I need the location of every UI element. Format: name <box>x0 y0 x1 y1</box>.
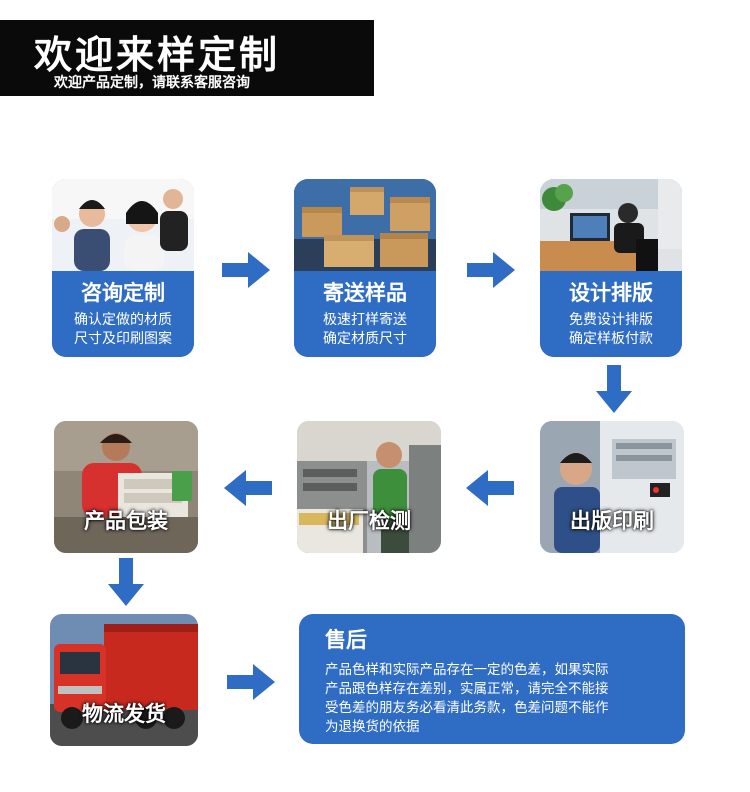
step-band: 设计排版 免费设计排版 确定样板付款 <box>540 271 682 357</box>
banner-subtitle: 欢迎产品定制，请联系客服咨询 <box>54 75 250 91</box>
step-title: 设计排版 <box>569 281 653 305</box>
step-label: 产品包装 <box>84 509 168 533</box>
step-desc-2: 确定材质尺寸 <box>323 331 407 347</box>
cardboard-boxes-photo <box>294 179 436 271</box>
step-desc-1: 免费设计排版 <box>569 312 653 328</box>
step-desc-2: 尺寸及印刷图案 <box>74 331 172 347</box>
step-desc-1: 确认定做的材质 <box>74 312 172 328</box>
factory-inspection-photo <box>297 421 441 553</box>
printing-press-photo <box>540 421 684 553</box>
arrow-right-icon <box>227 664 275 700</box>
arrow-left-icon <box>466 470 514 506</box>
aftersale-title: 售后 <box>325 628 367 652</box>
step-card-packaging: 产品包装 <box>54 421 198 553</box>
step-label: 出厂检测 <box>327 509 411 533</box>
delivery-truck-photo <box>50 614 198 746</box>
step-desc-2: 确定样板付款 <box>569 331 653 347</box>
arrow-left-icon <box>224 470 272 506</box>
step-card-design: 设计排版 免费设计排版 确定样板付款 <box>540 179 682 357</box>
packaging-worker-photo <box>54 421 198 553</box>
step-card-consult: 咨询定制 确认定做的材质 尺寸及印刷图案 <box>52 179 194 357</box>
step-title: 咨询定制 <box>81 281 165 305</box>
aftersale-panel: 售后 产品色样和实际产品存在一定的色差，如果实际 产品跟色样存在差别，实属正常，… <box>299 614 685 744</box>
step-card-sample: 寄送样品 极速打样寄送 确定材质尺寸 <box>294 179 436 357</box>
arrow-down-icon <box>108 558 144 606</box>
step-card-inspection: 出厂检测 <box>297 421 441 553</box>
arrow-right-icon <box>467 252 515 288</box>
office-designer-photo <box>540 179 682 271</box>
aftersale-line: 为退换货的依据 <box>325 719 420 735</box>
step-label: 物流发货 <box>82 702 166 726</box>
step-band: 寄送样品 极速打样寄送 确定材质尺寸 <box>294 271 436 357</box>
aftersale-line: 产品色样和实际产品存在一定的色差，如果实际 <box>325 662 609 678</box>
step-band: 咨询定制 确认定做的材质 尺寸及印刷图案 <box>52 271 194 357</box>
step-card-printing: 出版印刷 <box>540 421 684 553</box>
step-desc-1: 极速打样寄送 <box>323 312 407 328</box>
aftersale-line: 受色差的朋友务必看清此务款，色差问题不能作 <box>325 700 609 716</box>
aftersale-line: 产品跟色样存在差别，实属正常，请完全不能接 <box>325 681 609 697</box>
banner-title: 欢迎来样定制 <box>34 33 281 77</box>
arrow-right-icon <box>222 252 270 288</box>
header-banner: 欢迎来样定制 欢迎产品定制，请联系客服咨询 <box>0 20 374 96</box>
arrow-down-icon <box>596 365 632 413</box>
step-label: 出版印刷 <box>570 509 654 533</box>
step-card-shipping: 物流发货 <box>50 614 198 746</box>
step-title: 寄送样品 <box>323 281 407 305</box>
customer-service-photo <box>52 179 194 271</box>
